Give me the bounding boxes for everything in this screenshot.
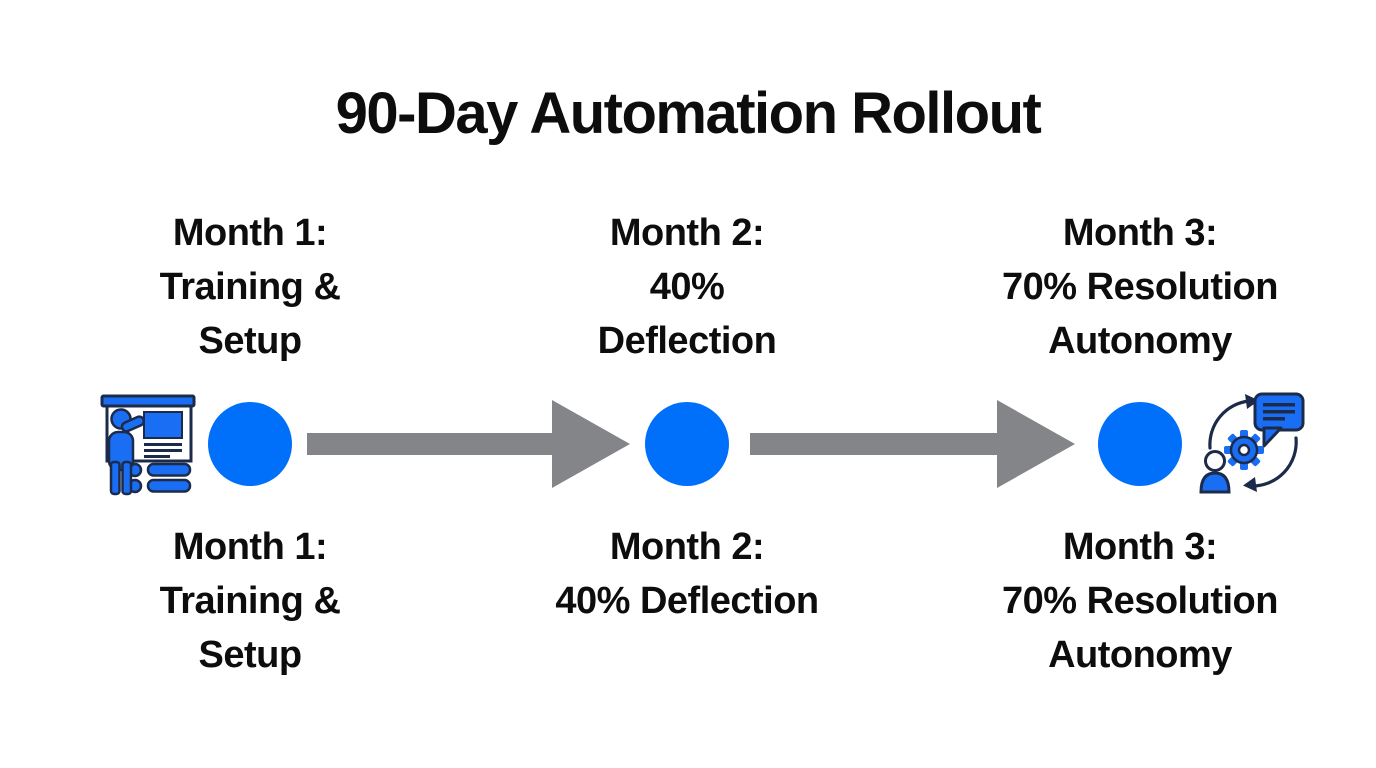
milestone-1-top-label: Month 1: Training & Setup [159,212,341,362]
milestone-2-bottom-label: Month 2: 40% Deflection [555,526,819,622]
diagram-title: 90-Day Automation Rollout [335,81,1042,146]
automation-conversation-icon [1199,392,1305,494]
milestone-1-node [208,402,292,486]
milestone-1-bottom-label: Month 1: Training & Setup [159,526,341,676]
milestone-2-node [645,402,729,486]
arrow-right-icon [307,400,630,488]
milestone-2-top-label: Month 2: 40% Deflection [597,212,777,362]
arrow-right-icon [750,400,1075,488]
milestone-3-bottom-label: Month 3: 70% Resolution Autonomy [1002,526,1278,676]
training-presentation-icon [100,394,196,496]
milestone-3-node [1098,402,1182,486]
milestone-3-top-label: Month 3: 70% Resolution Autonomy [1002,212,1278,362]
